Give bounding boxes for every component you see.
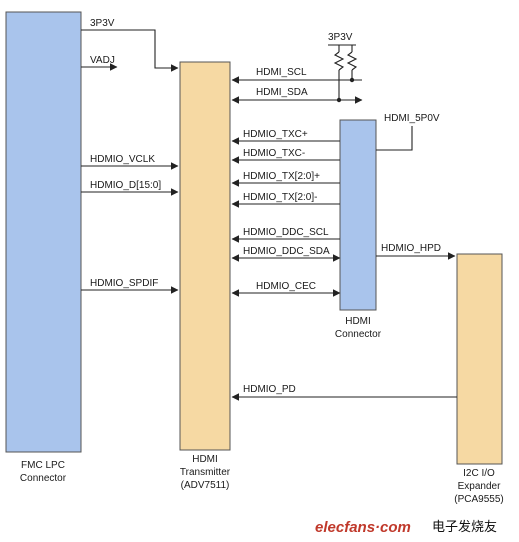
label-tx-p: HDMIO_TX[2:0]+ [243, 171, 320, 182]
connector-label-line-1: HDMI [345, 316, 371, 327]
label-ddc-sda: HDMIO_DDC_SDA [243, 246, 330, 257]
transmitter-label-line-2: Transmitter [180, 467, 231, 478]
label-tx-n: HDMIO_TX[2:0]- [243, 192, 317, 203]
i2c-expander-block [456, 253, 503, 465]
hdmi-transmitter-block [179, 61, 231, 451]
label-cec: HDMIO_CEC [256, 281, 316, 292]
expander-label-line-1: I2C I/O [463, 468, 495, 479]
label-ddc-scl: HDMIO_DDC_SCL [243, 227, 329, 238]
fmc-lpc-connector-block [5, 11, 82, 453]
label-txc-p: HDMIO_TXC+ [243, 129, 308, 140]
resistor-sda [346, 51, 358, 71]
connector-label-line-2: Connector [335, 329, 382, 340]
label-pd: HDMIO_PD [243, 384, 296, 395]
hdmi-connector-block [339, 119, 377, 311]
watermark-cn: 电子发烧友 [432, 519, 497, 534]
expander-label-line-2: Expander [458, 481, 501, 492]
resistor-scl [333, 51, 345, 71]
label-hdmi-sda: HDMI_SDA [256, 87, 308, 98]
transmitter-label-line-3: (ADV7511) [181, 480, 230, 491]
label-vadj: VADJ [90, 55, 115, 66]
label-txc-n: HDMIO_TXC- [243, 148, 305, 159]
watermark-site: elecfans·com [315, 519, 411, 536]
wire-hdmi-5v [376, 126, 413, 151]
label-data: HDMIO_D[15:0] [90, 180, 161, 191]
expander-label-line-3: (PCA9555) [454, 494, 503, 505]
label-hdmi-5v: HDMI_5P0V [384, 113, 440, 124]
fmc-label-line-1: FMC LPC [21, 460, 65, 471]
label-hdmi-scl: HDMI_SCL [256, 67, 307, 78]
pullup-supply-label: 3P3V [328, 32, 353, 43]
label-3p3v: 3P3V [90, 18, 115, 29]
junction-scl [349, 77, 355, 83]
fmc-label-line-2: Connector [20, 473, 67, 484]
label-vclk: HDMIO_VCLK [90, 154, 155, 165]
junction-sda [336, 97, 342, 103]
transmitter-label-line-1: HDMI [192, 454, 218, 465]
label-spdif: HDMIO_SPDIF [90, 278, 158, 289]
wire-3p3v [81, 29, 179, 72]
label-hpd: HDMIO_HPD [381, 243, 441, 254]
